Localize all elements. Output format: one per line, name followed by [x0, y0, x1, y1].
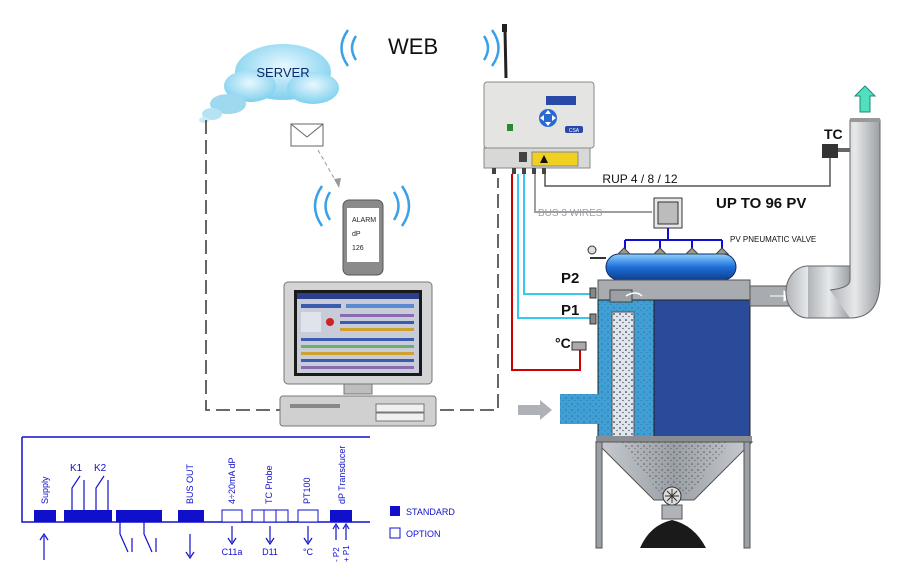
tc-probe-icon: [822, 144, 850, 158]
bus-label: BUS 3 WIRES: [538, 208, 603, 219]
legend: STANDARD OPTION: [389, 506, 455, 539]
dust-pile: [640, 520, 706, 548]
p2-label: P2: [561, 270, 579, 287]
dust-collector: [518, 279, 754, 549]
alarm-text-1: ALARM: [352, 217, 376, 224]
pressure-gauge-icon: [587, 245, 597, 255]
p1-sub-label: + P1: [342, 545, 351, 562]
web-signal-icon: [340, 29, 500, 67]
pt100-terminal: [297, 509, 319, 523]
legend-option-label: OPTION: [406, 529, 441, 539]
web-label: WEB: [388, 34, 438, 59]
up-to-label: UP TO 96 PV: [716, 195, 806, 212]
rup-module: [653, 197, 683, 229]
inlet-arrow-icon: [518, 400, 552, 420]
pt100-label: PT100: [302, 477, 312, 504]
controller-logo: CSA: [569, 128, 580, 134]
analog-terminal: [221, 509, 243, 523]
bus-out-terminal: [178, 510, 204, 522]
dp-transducer-terminal: [330, 510, 352, 522]
warning-label: [531, 151, 579, 167]
sensor-ports: [571, 287, 597, 351]
supply-label: Supply: [40, 476, 50, 504]
relay-contacts: [71, 475, 157, 553]
server-label: SERVER: [256, 65, 309, 80]
deg-c-label: °C: [303, 547, 314, 557]
tc-probe-label: TC Probe: [264, 465, 274, 504]
tc-probe-terminal: [251, 509, 289, 523]
temperature-sensor-icon: [571, 341, 587, 351]
alarm-signal-icon: [313, 185, 411, 227]
bus-out-label: BUS OUT: [185, 463, 195, 504]
power-led-icon: [507, 124, 513, 131]
k2-label: K2: [94, 463, 107, 474]
air-tank: [587, 245, 737, 281]
server-cloud: SERVER: [199, 44, 339, 123]
analog-label: 4÷20mA dP: [227, 458, 237, 504]
computer: [279, 281, 437, 427]
p2-sub-label: - P2: [332, 547, 341, 562]
exhaust-arrow-icon: [853, 85, 877, 113]
tc-label: TC: [824, 126, 843, 142]
legend-option-swatch: [389, 527, 401, 539]
alarm-text-2: dP: [352, 231, 361, 238]
valve-tubes: [624, 228, 723, 254]
legend-standard-label: STANDARD: [406, 507, 455, 517]
antenna-icon: [503, 29, 508, 79]
d11-label: D11: [262, 547, 278, 557]
k1-label: K1: [70, 463, 83, 474]
dp-transducer-label: dP Transducer: [337, 446, 347, 504]
alarm-device: ALARM dP 126: [342, 199, 384, 276]
supply-terminal: [34, 510, 56, 522]
controller-unit: CSA: [483, 24, 595, 174]
exhaust-system: [749, 85, 881, 319]
p1-label: P1: [561, 302, 579, 319]
signal-wires: [511, 158, 831, 371]
legend-standard-swatch: [390, 506, 400, 516]
alarm-text-3: 126: [352, 245, 364, 252]
envelope-icon: [290, 123, 324, 147]
controller-keypad: [539, 109, 557, 127]
pv-valve-label: PV PNEUMATIC VALVE: [730, 235, 816, 244]
temp-label: °C: [555, 335, 571, 351]
c11a-label: C11a: [222, 547, 243, 557]
dashed-network-lines: [205, 120, 499, 411]
terminal-strip: Supply K1 K2 BUS OUT 4÷20mA dP C11a TC P…: [21, 436, 370, 562]
controller-display: [546, 96, 576, 105]
rup-label: RUP 4 / 8 / 12: [602, 172, 677, 186]
